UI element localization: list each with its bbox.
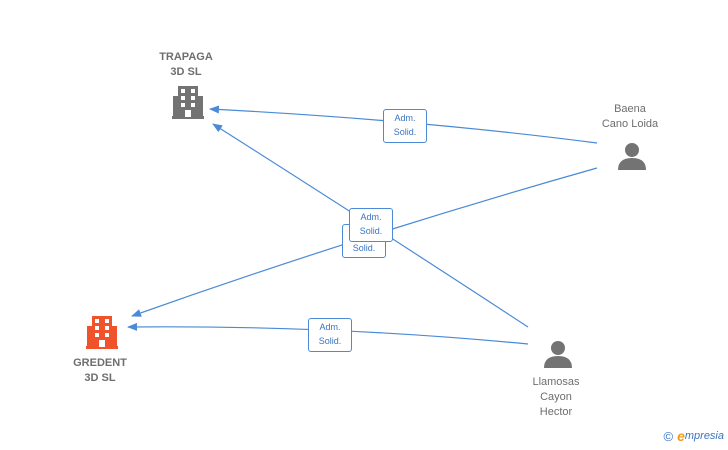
person-name: Llamosas <box>532 376 580 388</box>
edge-label-llamosas-trapaga[interactable]: Adm. Solid. <box>349 208 393 242</box>
company-suffix: 3D SL <box>170 66 202 78</box>
building-icon[interactable] <box>86 316 118 349</box>
role-label: Solid. <box>318 336 342 346</box>
edge-label-baena-trapaga[interactable]: Adm. Solid. <box>383 109 427 143</box>
role-label: Adm. <box>319 322 341 332</box>
company-label-gredent[interactable]: GREDENT 3D SL <box>60 356 140 386</box>
person-label-baena[interactable]: Baena Cano Loida <box>590 102 670 132</box>
person-name: Baena <box>614 103 646 115</box>
role-label: Adm. <box>360 212 382 222</box>
building-icon[interactable] <box>172 86 204 119</box>
company-name: GREDENT <box>73 357 127 369</box>
copyright-icon: © <box>663 428 674 444</box>
person-name: Hector <box>539 406 573 418</box>
brand-watermark: © e mpresia <box>663 428 724 444</box>
brand-name: mpresia <box>684 430 724 442</box>
person-name: Cano Loida <box>601 118 659 130</box>
edge-label-llamosas-gredent[interactable]: Adm. Solid. <box>308 318 352 352</box>
role-label: Solid. <box>393 127 417 137</box>
role-label: Adm. <box>394 113 416 123</box>
person-icon[interactable] <box>618 143 646 170</box>
company-name: TRAPAGA <box>159 51 213 63</box>
role-label: Solid. <box>352 243 376 253</box>
person-label-llamosas[interactable]: Llamosas Cayon Hector <box>516 375 596 420</box>
person-icon[interactable] <box>544 341 572 368</box>
role-label: Solid. <box>359 226 383 236</box>
person-name: Cayon <box>540 391 572 403</box>
company-suffix: 3D SL <box>84 372 116 384</box>
company-label-trapaga[interactable]: TRAPAGA 3D SL <box>148 50 224 80</box>
brand-logo-e: e <box>677 428 685 444</box>
